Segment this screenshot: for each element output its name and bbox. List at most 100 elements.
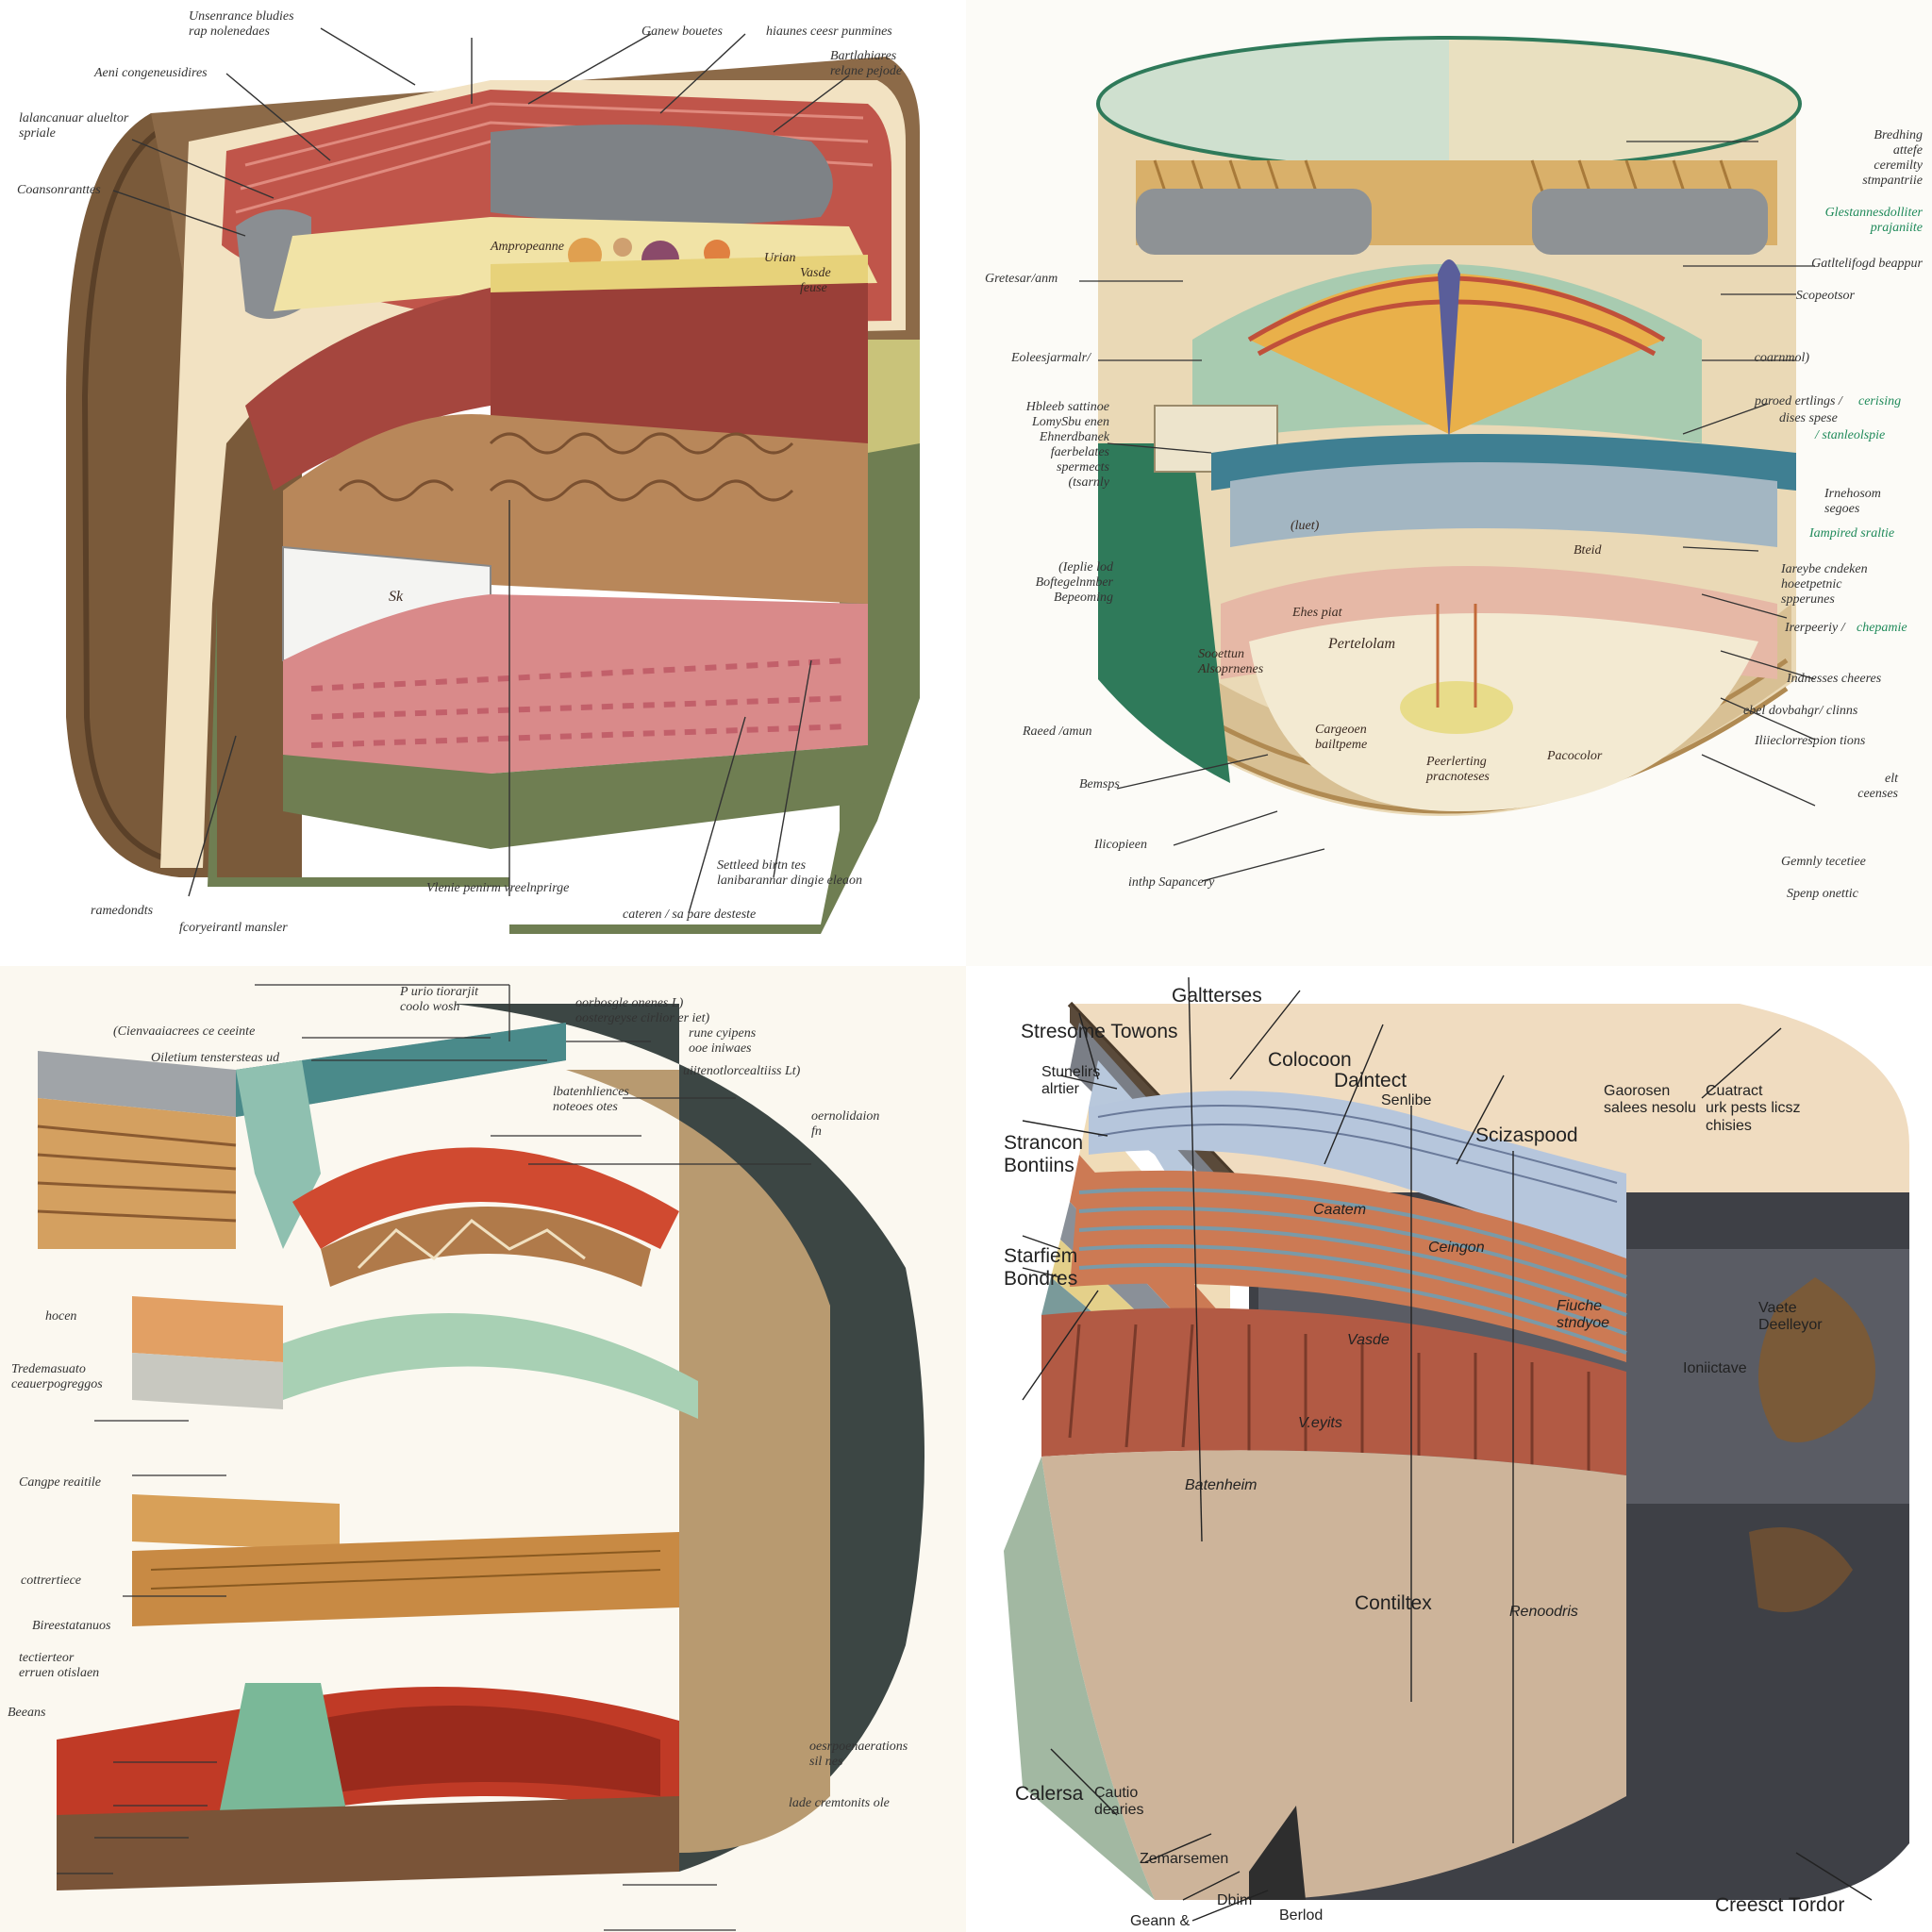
spongy-cells [338, 432, 794, 502]
block-illustration [66, 27, 920, 934]
label: / stanleolspie [1815, 428, 1886, 442]
wavy-blue-band [1089, 1091, 1626, 1268]
label: Oiletium tenstersteas ud [151, 1051, 280, 1065]
red-chamber-inner [311, 1706, 660, 1796]
outer-shell-rim [81, 125, 185, 866]
label: Ganew bouetes [641, 25, 723, 39]
label: Berlod [1279, 1907, 1324, 1924]
stripe-stack-lines [1078, 1187, 1627, 1355]
label: Ehes piat [1292, 606, 1342, 620]
label: cottrertiece [21, 1574, 82, 1588]
label: cerising [1858, 394, 1902, 408]
label: ramedondts [91, 904, 154, 918]
green-base [283, 745, 868, 849]
crackle-lines [357, 1219, 586, 1270]
core-lines [1436, 604, 1477, 708]
wavy-blue-lines [1097, 1105, 1618, 1203]
label: Vasde [1347, 1332, 1390, 1348]
sage-wall [1004, 1457, 1155, 1900]
label: Senlibe [1381, 1092, 1432, 1108]
label: (luet) [1291, 519, 1320, 533]
label: Coansonranttes [17, 183, 101, 197]
slab-wood-lines [150, 1550, 661, 1590]
label: Beeans [8, 1706, 46, 1720]
label: ebel dovbahgr/ clinns [1743, 704, 1858, 718]
label: coarnmol) [1754, 351, 1809, 365]
grey-band [491, 125, 833, 225]
label: Stresome Towons [1021, 1021, 1178, 1042]
teal-cap [236, 1023, 566, 1117]
red-block-left [245, 288, 491, 491]
label: Ilicopieen [1094, 838, 1147, 852]
label: Raeed /amun [1023, 724, 1092, 739]
leader-lines [112, 27, 850, 914]
green-band [283, 1313, 698, 1419]
root-zone [1041, 1307, 1626, 1475]
label: Urian [764, 251, 796, 265]
rust-mottle-2 [1749, 1527, 1853, 1612]
label: Bireestatanuos [32, 1619, 111, 1633]
label: fcoryeirantl mansler [179, 921, 288, 935]
label: (Cienvaaiacrees ce ceeinte [113, 1024, 256, 1039]
label: Indnesses cheeres [1787, 672, 1882, 686]
label: Renoodris [1509, 1604, 1578, 1620]
slab-orange-2 [132, 1494, 340, 1551]
rust-mottle [1758, 1277, 1875, 1442]
beige-lower [1041, 1450, 1626, 1900]
label: Cangpe reaitile [19, 1475, 101, 1490]
soil-illustration [1004, 976, 1909, 1922]
strata-illustration [37, 984, 924, 1931]
label: oorbosgle onenes L)oostergeyse cirlior e… [575, 996, 710, 1026]
label: Contiltex [1355, 1592, 1432, 1614]
label: Iampired sraltie [1809, 526, 1895, 541]
label: Iliieclorrespion tions [1755, 734, 1866, 748]
label: Gretesar/anm [985, 272, 1058, 286]
label: Ampropeanne [491, 240, 565, 254]
label: Ioniictave [1683, 1360, 1747, 1376]
label: Creesct Tordor [1715, 1894, 1845, 1916]
label: Eoleesjarmalr/ [1011, 351, 1091, 365]
slab-orange-1 [132, 1296, 283, 1362]
label: hiaunes ceesr punmines [766, 25, 892, 39]
pink-block [283, 594, 868, 776]
yellow-stripe-side [868, 340, 920, 453]
label: V.eyits [1298, 1415, 1342, 1431]
label: Scopeotsor [1795, 289, 1855, 303]
label: Galtterses [1172, 985, 1262, 1007]
fan-red-stripes [1247, 275, 1666, 357]
label: paroed ertlings / [1755, 394, 1842, 408]
label: Pacocolor [1547, 749, 1603, 763]
brown-crackle [321, 1207, 651, 1287]
label: Dbim [1217, 1892, 1253, 1908]
organ-blob-4 [613, 238, 632, 257]
label: Colocoon [1268, 1049, 1352, 1071]
grey-pad-right [1532, 189, 1768, 255]
stripe-stack [1070, 1170, 1626, 1362]
green-wall [1098, 443, 1230, 783]
label: chepamie [1857, 621, 1907, 635]
yellow-stripe [491, 255, 868, 292]
